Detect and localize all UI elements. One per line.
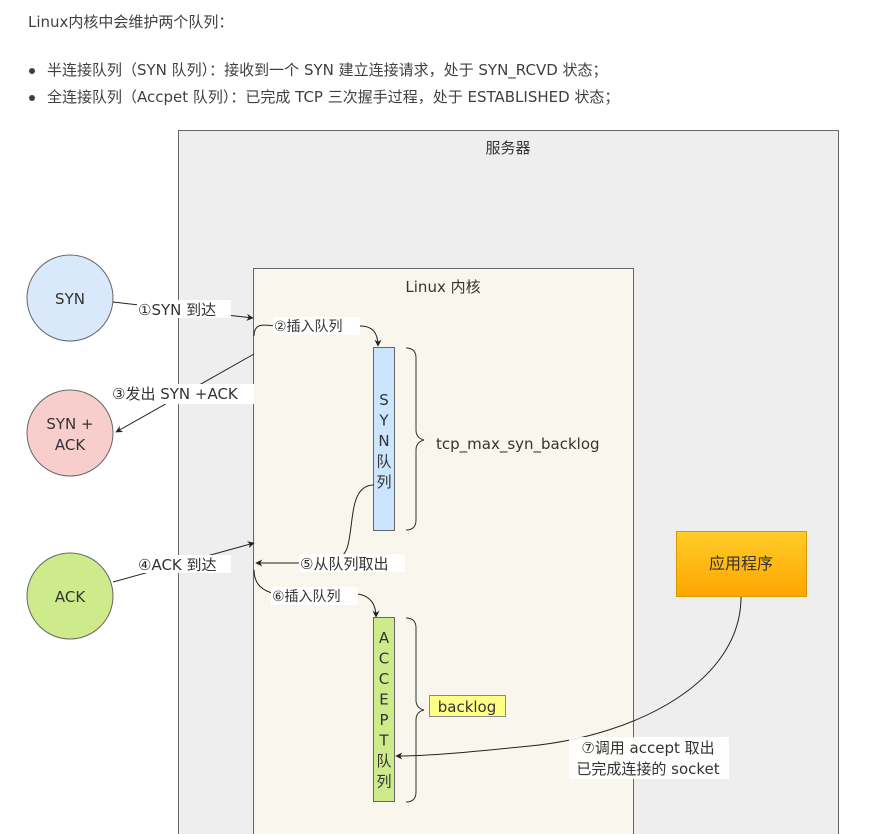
intro-text: Linux内核中会维护两个队列： <box>28 13 234 31</box>
syn-queue-char: 队 <box>376 453 391 471</box>
backlog-tag <box>429 695 506 717</box>
step7-label-2: 已完成连接的 socket <box>576 760 719 778</box>
ack-circle-label: ACK <box>55 588 86 606</box>
kernel-label: Linux 内核 <box>405 278 480 296</box>
accept-queue-char: E <box>379 691 388 709</box>
step3-label: ③发出 SYN +ACK <box>112 385 239 403</box>
accept-queue-limit: backlog <box>438 698 497 716</box>
accept-queue-char: A <box>379 629 390 647</box>
accept-queue-char: C <box>379 670 389 688</box>
step5-label: ⑤从队列取出 <box>300 555 388 573</box>
syn-queue-char: N <box>378 432 389 450</box>
accept-queue <box>373 617 395 802</box>
syn-queue-char: Y <box>378 412 389 430</box>
app-box <box>676 531 807 597</box>
syn-queue-limit: tcp_max_syn_backlog <box>436 435 600 454</box>
accept-queue-char: P <box>379 711 388 729</box>
queue-list: 半连接队列（SYN 队列）：接收到一个 SYN 建立连接请求，处于 SYN_RC… <box>27 57 619 111</box>
synack-circle-label-1: SYN + <box>46 415 93 433</box>
step7-label-1: ⑦调用 accept 取出 <box>581 739 714 757</box>
syn-queue-brace <box>405 347 425 531</box>
syn-queue-char: S <box>379 391 389 409</box>
accept-queue-char: C <box>379 650 389 668</box>
syn-queue <box>373 347 395 531</box>
accept-queue-char: T <box>378 732 389 750</box>
step1-label: ①SYN 到达 <box>138 301 216 319</box>
step7-arrow <box>395 596 742 760</box>
syn-queue-char: 列 <box>376 473 391 491</box>
syn-circle-label: SYN <box>55 290 85 308</box>
ack-circle <box>26 552 114 640</box>
syn-circle <box>26 254 114 342</box>
app-label: 应用程序 <box>709 554 773 573</box>
synack-circle-label-2: ACK <box>55 436 86 454</box>
server-label: 服务器 <box>485 139 530 157</box>
step2-label: ②插入队列 <box>274 319 343 335</box>
synack-circle <box>26 389 114 477</box>
step4-label: ④ACK 到达 <box>138 556 217 574</box>
accept-queue-char: 列 <box>376 773 391 791</box>
list-item-syn-queue: 半连接队列（SYN 队列）：接收到一个 SYN 建立连接请求，处于 SYN_RC… <box>27 57 619 84</box>
step6-label: ⑥插入队列 <box>272 589 341 605</box>
accept-queue-char: 队 <box>376 752 391 770</box>
accept-queue-brace <box>405 617 425 803</box>
list-item-accept-queue: 全连接队列（Accpet 队列）：已完成 TCP 三次握手过程，处于 ESTAB… <box>27 84 619 111</box>
